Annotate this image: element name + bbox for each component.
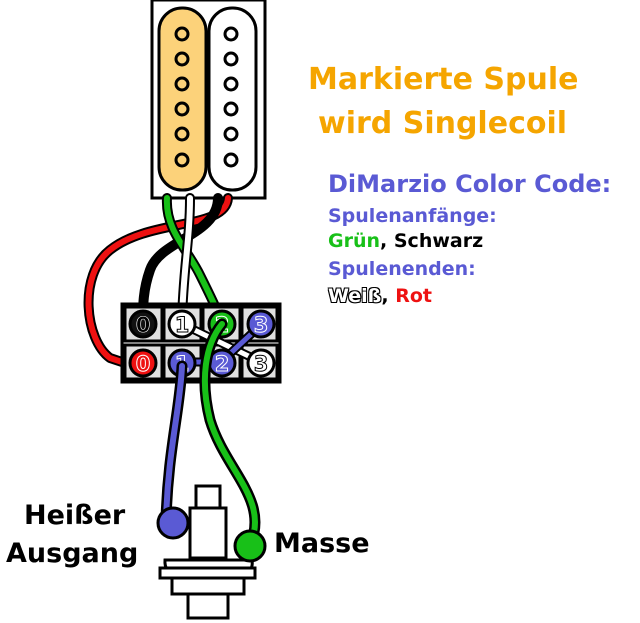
coil-starts-colors: Grün, Schwarz [328,228,483,254]
separator-text: , [381,285,396,307]
hot-solder-point [156,506,190,540]
ground-solder-point [233,529,267,563]
terminal-bottom-0 [128,348,158,378]
ground-label: Masse [274,528,370,559]
terminal-top-3-number: 3 [254,313,269,337]
terminal-bottom-0-number: 0 [136,352,151,376]
terminal-bottom-3 [246,348,276,378]
humbucker-pickup-icon [150,0,267,200]
unmarked-coil [207,6,258,192]
color-red-text: Rot [395,285,432,307]
output-wires [160,318,261,551]
marked-coil [157,6,208,192]
coil-ends-colors: Weiß, Rot [328,283,432,309]
terminal-strip-icon: 0 1 2 3 0 1 2 3 [120,302,282,384]
title-line-2: wird Singlecoil [318,106,568,141]
terminal-top-1 [167,309,197,339]
coil-starts-label: Spulenanfänge: [328,205,497,227]
color-black-text: Schwarz [393,230,484,252]
coil-ends-label: Spulenenden: [328,258,476,280]
color-white-text: Weiß [328,285,382,307]
color-green-text: Grün [328,230,381,252]
separator-text: , [380,230,394,252]
hot-output-label-line-2: Ausgang [6,538,139,569]
output-jack-icon [158,484,257,620]
terminal-bottom-2-number: 2 [215,352,230,376]
terminal-top-0 [128,309,158,339]
hot-output-label-line-1: Heißer [24,500,126,531]
color-code-title: DiMarzio Color Code: [328,170,612,198]
terminal-top-1-number: 1 [175,313,190,337]
terminal-bottom-3-number: 3 [254,352,269,376]
terminal-top-3 [246,309,276,339]
terminal-top-0-number: 0 [136,313,151,337]
title-line-1: Markierte Spule [308,62,579,97]
